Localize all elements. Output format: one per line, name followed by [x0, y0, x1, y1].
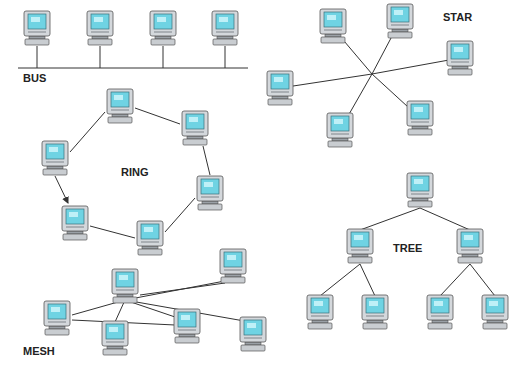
topology-label: RING	[120, 167, 150, 178]
computer-icons	[24, 4, 508, 355]
topology-label: TREE	[392, 243, 423, 254]
topology-label: MESH	[22, 346, 56, 357]
topology-label: BUS	[22, 73, 47, 84]
network-links	[18, 21, 495, 325]
topology-label: STAR	[442, 12, 473, 23]
